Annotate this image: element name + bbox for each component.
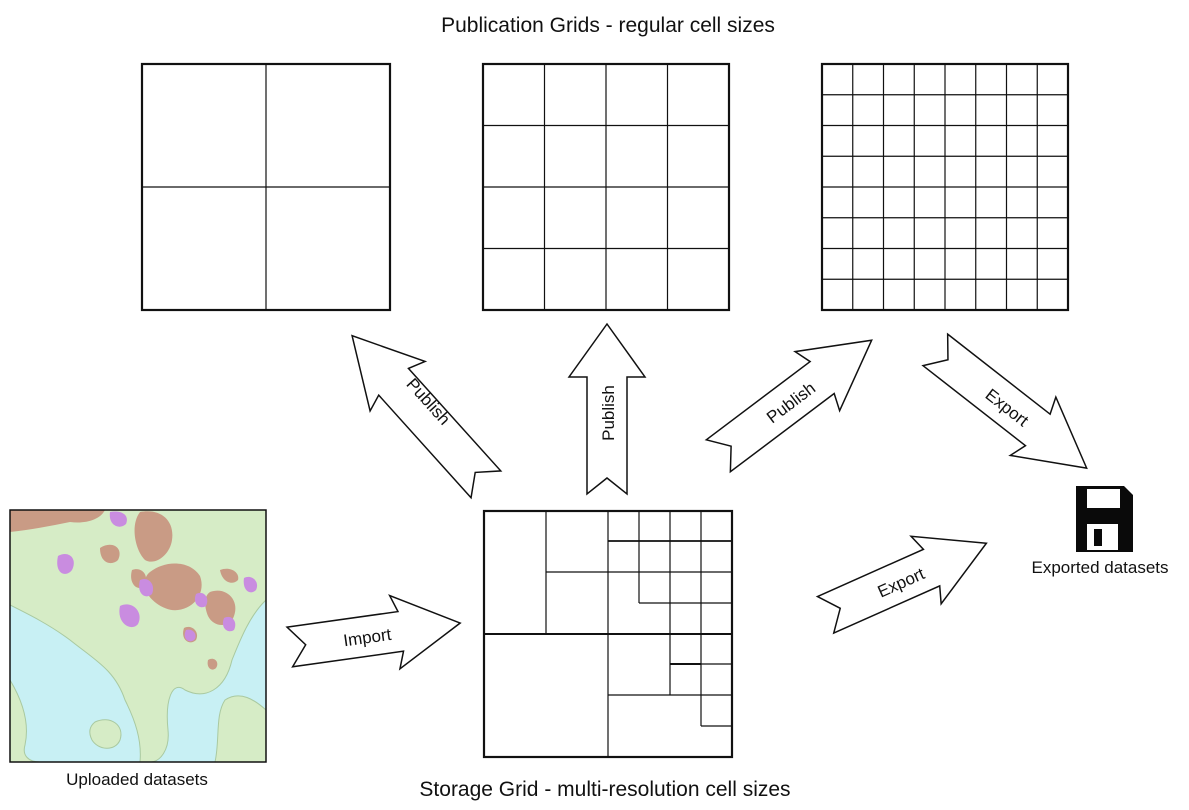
uploaded-datasets-label: Uploaded datasets	[66, 770, 208, 789]
map-land-main	[10, 510, 266, 762]
map-frame	[9, 509, 267, 763]
map-patch-brown	[100, 544, 120, 564]
floppy-disk-icon	[1076, 486, 1133, 552]
map-land-island	[89, 719, 122, 749]
map-patch-purple	[184, 629, 196, 642]
map-patch-brown	[220, 568, 239, 583]
publication-grids-title: Publication Grids - regular cell sizes	[441, 14, 775, 37]
publish-arrow-center: Publish	[567, 322, 647, 496]
exported-datasets-label: Exported datasets	[1031, 558, 1168, 577]
storage-grid-title: Storage Grid - multi-resolution cell siz…	[419, 778, 790, 801]
publish-arrow-center-label: Publish	[599, 385, 618, 441]
map-patch-purple	[57, 553, 74, 574]
map-patch-brown	[205, 590, 236, 625]
map-patch-brown	[10, 510, 105, 532]
map-patch-purple	[119, 604, 140, 628]
map-patch-purple	[139, 578, 154, 597]
publish-arrow-left: Publish	[351, 334, 503, 500]
uploaded-dataset-map	[9, 509, 267, 763]
map-patch-purple	[109, 511, 127, 527]
export-arrow-top: Export	[921, 332, 1088, 470]
map-patch-purple	[243, 576, 258, 593]
map-land-southeast	[214, 695, 266, 762]
publish-arrow-right: Publish	[704, 339, 873, 474]
publication-grid-fine	[820, 62, 1070, 312]
map-patch-brown	[144, 563, 202, 611]
map-patch-brown	[134, 511, 173, 562]
import-arrow: Import	[285, 594, 462, 671]
storage-grid-multiresolution	[482, 509, 734, 759]
export-arrow-bottom: Export	[815, 535, 988, 635]
map-patch-purple	[194, 592, 208, 608]
map-patch-brown	[207, 658, 218, 670]
publication-grid-coarse	[140, 62, 392, 312]
publication-grid-medium	[481, 62, 731, 312]
map-patch-purple	[222, 616, 236, 632]
